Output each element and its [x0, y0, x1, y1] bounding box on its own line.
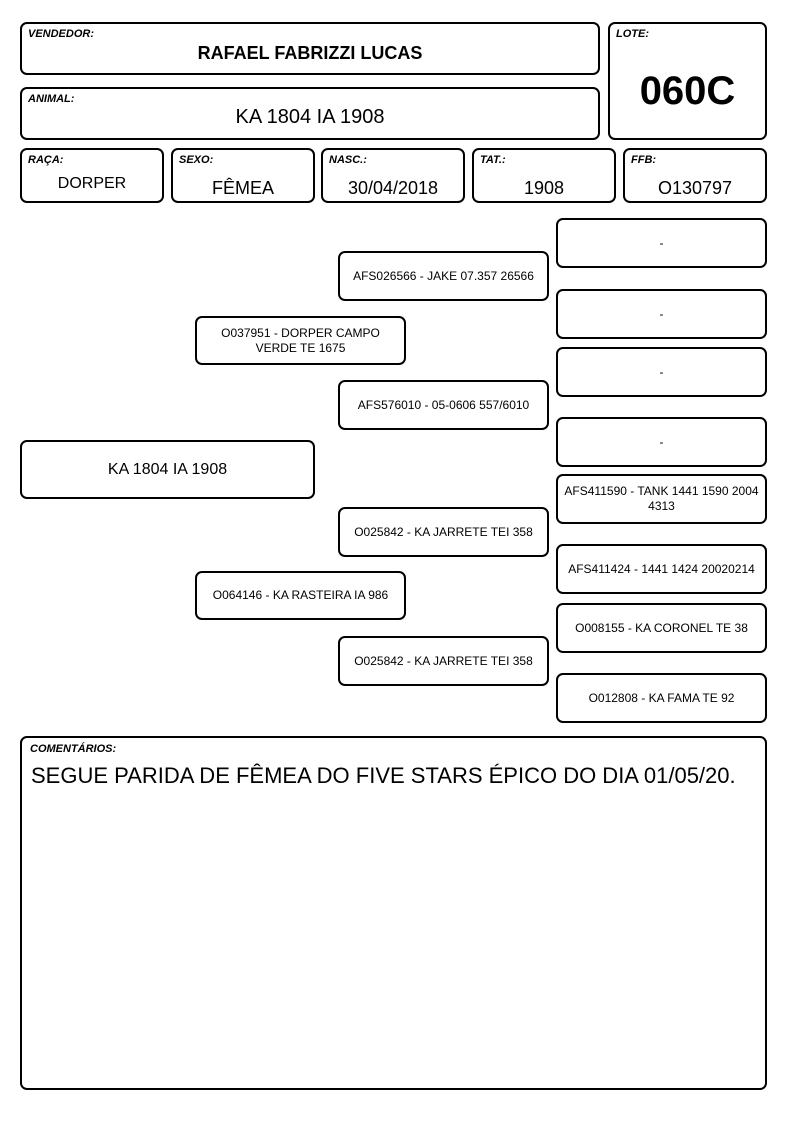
ffb-box: FFB: O130797	[623, 148, 767, 203]
pedigree-ggp-8-text: O012808 - KA FAMA TE 92	[588, 690, 735, 705]
comments-box: COMENTÁRIOS: SEGUE PARIDA DE FÊMEA DO FI…	[20, 736, 767, 1090]
pedigree-ggp-2: -	[556, 289, 767, 339]
pedigree-sire: O037951 - DORPER CAMPO VERDE TE 1675	[195, 316, 406, 365]
pedigree-ggp-3: -	[556, 347, 767, 397]
lote-label: LOTE:	[616, 28, 649, 40]
raca-value: DORPER	[57, 175, 127, 192]
tat-box: TAT.: 1908	[472, 148, 616, 203]
raca-label: RAÇA:	[28, 154, 64, 166]
pedigree-animal-text: KA 1804 IA 1908	[107, 460, 228, 478]
pedigree-sire-sire: AFS026566 - JAKE 07.357 26566	[338, 251, 549, 301]
pedigree-dam-dam-text: O025842 - KA JARRETE TEI 358	[354, 653, 533, 668]
sexo-label: SEXO:	[179, 154, 214, 166]
pedigree-sire-dam: AFS576010 - 05-0606 557/6010	[338, 380, 549, 430]
pedigree-ggp-5: AFS411590 - TANK 1441 1590 2004 4313	[556, 474, 767, 524]
pedigree-ggp-5-text: AFS411590 - TANK 1441 1590 2004 4313	[564, 484, 759, 513]
pedigree-ggp-4: -	[556, 417, 767, 467]
vendedor-value: RAFAEL FABRIZZI LUCAS	[197, 43, 423, 63]
pedigree-ggp-1: -	[556, 218, 767, 268]
nasc-box: NASC.: 30/04/2018	[321, 148, 465, 203]
animal-box: ANIMAL: KA 1804 IA 1908	[20, 87, 600, 140]
pedigree-ggp-6: AFS411424 - 1441 1424 20020214	[556, 544, 767, 594]
tat-label: TAT.:	[480, 154, 506, 166]
pedigree-ggp-1-text: -	[659, 235, 664, 250]
tat-value: 1908	[523, 178, 565, 198]
vendedor-box: VENDEDOR: RAFAEL FABRIZZI LUCAS	[20, 22, 600, 75]
pedigree-animal: KA 1804 IA 1908	[20, 440, 315, 499]
pedigree-ggp-3-text: -	[659, 364, 664, 379]
raca-box: RAÇA: DORPER	[20, 148, 164, 203]
pedigree-sire-text: O037951 - DORPER CAMPO VERDE TE 1675	[221, 325, 380, 355]
ffb-value: O130797	[657, 178, 733, 198]
comments-text: SEGUE PARIDA DE FÊMEA DO FIVE STARS ÉPIC…	[31, 763, 736, 788]
pedigree-dam-sire: O025842 - KA JARRETE TEI 358	[338, 507, 549, 557]
pedigree-ggp-2-text: -	[659, 306, 664, 321]
nasc-label: NASC.:	[329, 154, 367, 166]
animal-label: ANIMAL:	[28, 93, 75, 105]
pedigree-dam: O064146 - KA RASTEIRA IA 986	[195, 571, 406, 620]
lote-value: 060C	[639, 69, 736, 113]
pedigree-ggp-7: O008155 - KA CORONEL TE 38	[556, 603, 767, 653]
pedigree-sire-dam-text: AFS576010 - 05-0606 557/6010	[357, 397, 530, 412]
nasc-value: 30/04/2018	[347, 178, 439, 198]
lote-box: LOTE: 060C	[608, 22, 767, 140]
pedigree-ggp-8: O012808 - KA FAMA TE 92	[556, 673, 767, 723]
ffb-label: FFB:	[631, 154, 657, 166]
vendedor-label: VENDEDOR:	[28, 28, 95, 40]
pedigree-dam-sire-text: O025842 - KA JARRETE TEI 358	[354, 524, 533, 539]
animal-value: KA 1804 IA 1908	[235, 106, 385, 128]
comments-label: COMENTÁRIOS:	[30, 743, 117, 755]
pedigree-sire-sire-text: AFS026566 - JAKE 07.357 26566	[353, 268, 534, 283]
pedigree-dam-text: O064146 - KA RASTEIRA IA 986	[212, 588, 389, 602]
pedigree-ggp-4-text: -	[659, 434, 664, 449]
pedigree-dam-dam: O025842 - KA JARRETE TEI 358	[338, 636, 549, 686]
pedigree-ggp-6-text: AFS411424 - 1441 1424 20020214	[568, 561, 755, 576]
pedigree-ggp-7-text: O008155 - KA CORONEL TE 38	[575, 620, 748, 635]
sexo-value: FÊMEA	[211, 178, 274, 198]
sexo-box: SEXO: FÊMEA	[171, 148, 315, 203]
